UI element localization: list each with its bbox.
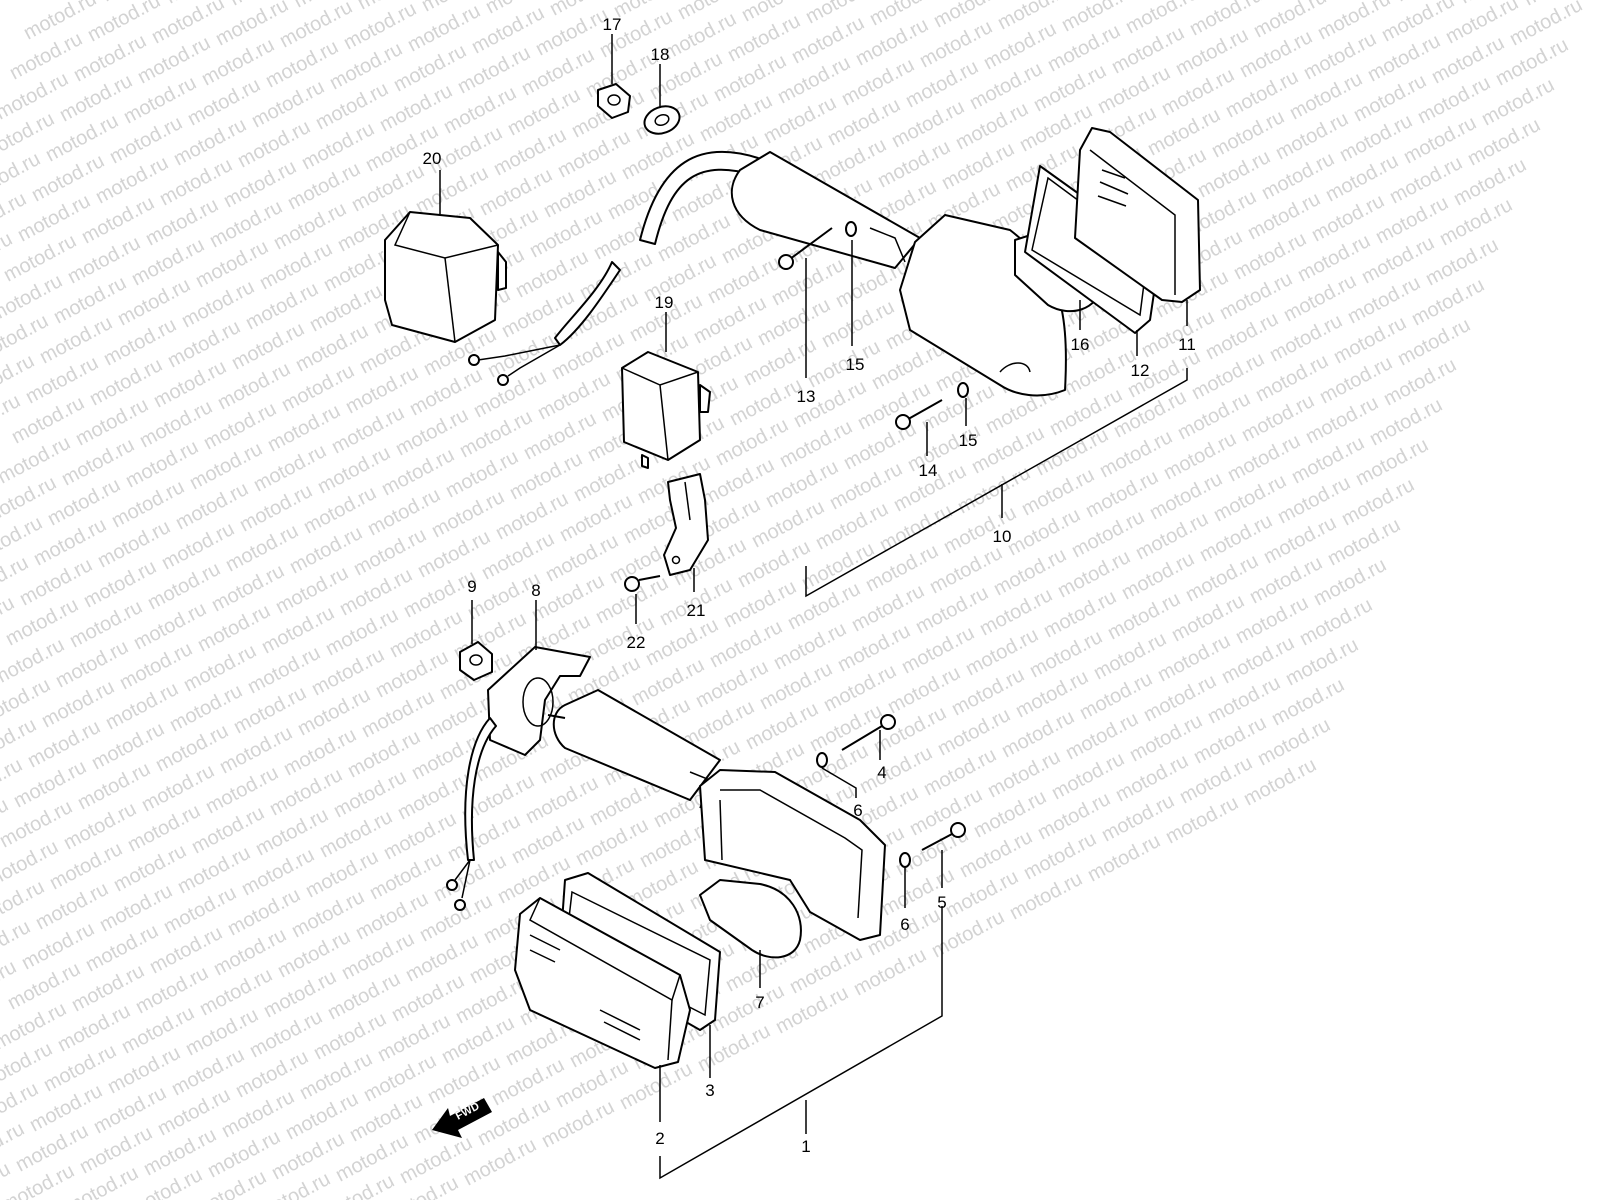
callout-21: 21 [687, 601, 706, 620]
nut-17 [597, 83, 631, 119]
callout-22: 22 [627, 633, 646, 652]
watermark-text: motod.ru [1006, 868, 1086, 924]
screw-4 [841, 714, 896, 751]
callout-17: 17 [603, 15, 622, 34]
callout-3: 3 [705, 1081, 714, 1100]
watermark-text: motod.ru [850, 944, 930, 1000]
callout-15a: 15 [846, 355, 865, 374]
lower-signal-cone [699, 769, 886, 941]
callout-19: 19 [655, 293, 674, 312]
screw-5 [921, 822, 966, 851]
callout-16: 16 [1071, 335, 1090, 354]
callout-15b: 15 [959, 431, 978, 450]
nut-9 [459, 641, 493, 681]
relay-20 [384, 211, 621, 386]
lower-signal-wire [464, 717, 497, 861]
washer-18 [643, 105, 681, 135]
screw-22 [624, 575, 661, 592]
mount-gasket-8 [487, 646, 591, 756]
callout-20: 20 [423, 149, 442, 168]
watermark-text: motod.ru [1084, 830, 1164, 886]
callout-7: 7 [755, 993, 764, 1012]
callout-18: 18 [651, 45, 670, 64]
callout-11: 11 [1178, 335, 1196, 354]
watermark-text: motod.ru [538, 1096, 618, 1152]
watermark-text: motod.ru [772, 982, 852, 1038]
callout-6a: 6 [853, 801, 862, 820]
flasher-19 [621, 351, 711, 469]
callout-1: 1 [801, 1137, 810, 1156]
watermark-text: motod.ru [1240, 754, 1320, 810]
callout-4: 4 [877, 763, 886, 782]
washer-6-upper [816, 752, 828, 768]
lower-bulb [699, 879, 802, 959]
watermark-text: motod.ru [460, 1134, 540, 1190]
callout-12: 12 [1131, 361, 1150, 380]
bracket-21 [663, 473, 709, 576]
callout-2: 2 [655, 1129, 664, 1148]
callout-labels: 1 2 3 4 5 6 6 7 8 9 10 11 12 13 14 15 15… [423, 15, 1196, 1156]
callout-14: 14 [919, 461, 938, 480]
washer-6-lower [899, 852, 911, 868]
watermark-text: motod.ru [928, 906, 1008, 962]
callout-13: 13 [797, 387, 816, 406]
callout-5: 5 [937, 893, 946, 912]
callout-9: 9 [467, 577, 476, 596]
lower-signal-housing [552, 689, 721, 801]
callout-6b: 6 [900, 915, 909, 934]
callout-10: 10 [993, 527, 1012, 546]
watermark-text: motod.ru [694, 1020, 774, 1076]
screw-13 [778, 227, 833, 270]
leader-lines [439, 34, 1188, 1180]
screw-14 [895, 399, 943, 430]
washer-15-lower [957, 382, 969, 398]
callout-8: 8 [531, 581, 540, 600]
watermark-text: motod.ru [1162, 792, 1242, 848]
washer-15-upper [845, 221, 857, 237]
lower-lens [514, 897, 691, 1069]
upper-signal-wire [639, 150, 759, 245]
